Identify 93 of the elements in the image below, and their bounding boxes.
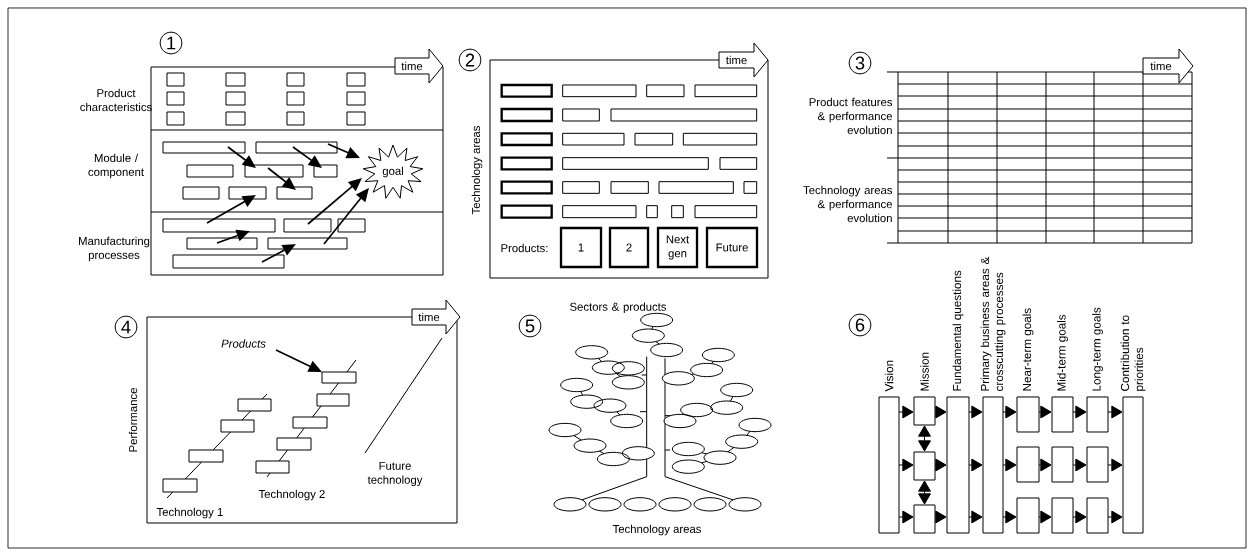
step-box xyxy=(255,460,290,474)
column-box xyxy=(1016,497,1040,534)
column-heading: Fundamental questions xyxy=(952,270,964,391)
arrow xyxy=(1038,458,1052,472)
arrow xyxy=(307,178,362,225)
product-box: 1 xyxy=(559,226,603,269)
column-box xyxy=(913,451,936,481)
arrow xyxy=(918,480,931,505)
bar xyxy=(313,164,338,178)
bar xyxy=(186,237,258,250)
column-box xyxy=(913,504,936,534)
bar xyxy=(244,164,304,178)
axis-label: Technology areas xyxy=(471,126,483,215)
arrow xyxy=(227,146,256,168)
arrow xyxy=(1038,405,1052,419)
step-box xyxy=(237,398,272,412)
column-box xyxy=(1051,497,1074,534)
arrow xyxy=(267,167,296,190)
tree-label: Sectors & products xyxy=(570,302,667,314)
column-box xyxy=(1086,446,1109,483)
arrow xyxy=(292,146,322,168)
bar xyxy=(337,218,366,233)
column-heading: Mission xyxy=(920,352,929,391)
arrow xyxy=(1107,458,1123,472)
arrow xyxy=(934,405,947,419)
bar xyxy=(283,218,332,233)
arrow xyxy=(898,405,914,419)
arrow xyxy=(918,425,931,452)
row-label: Technology areas & performance evolution xyxy=(803,185,893,223)
step-box xyxy=(321,371,357,384)
panel-number: 6 xyxy=(848,313,872,337)
column-box xyxy=(1051,446,1074,483)
curve-label: Technology 2 xyxy=(258,489,325,501)
product-box: 2 xyxy=(608,226,650,269)
arrow xyxy=(1107,405,1123,419)
goal-starburst: goal xyxy=(362,144,424,199)
callout-text: Products xyxy=(221,339,266,348)
arrow xyxy=(1072,510,1087,524)
arrow xyxy=(934,458,947,472)
arrow xyxy=(934,510,947,524)
step-box xyxy=(316,393,350,407)
bar xyxy=(162,218,276,233)
arrow xyxy=(898,458,914,472)
column-heading: Near-term goals xyxy=(1022,308,1034,391)
column-heading: Vision xyxy=(884,360,894,392)
arrow xyxy=(968,510,983,524)
step-box xyxy=(276,437,312,451)
step-box xyxy=(292,416,328,429)
column-box xyxy=(1086,497,1109,534)
panel-number: 5 xyxy=(518,314,542,338)
row-label: Manufacturing processes xyxy=(79,236,150,262)
arrow xyxy=(1002,458,1017,472)
panel-number: 1 xyxy=(159,31,183,55)
bar xyxy=(267,237,348,250)
bar xyxy=(182,186,220,200)
arrow xyxy=(968,405,983,419)
column-heading: Mid-term goals xyxy=(1057,314,1068,391)
product-box: Next gen xyxy=(656,226,699,269)
panel-number: 4 xyxy=(114,315,138,339)
bar xyxy=(172,254,285,269)
panel-number: 3 xyxy=(848,51,872,75)
arrow xyxy=(1072,458,1087,472)
arrow xyxy=(1072,405,1087,419)
row-label: Product characteristics xyxy=(80,88,152,112)
bar xyxy=(276,186,313,200)
curve-label: Technology 1 xyxy=(156,507,223,519)
row-label: Product features & performance evolution xyxy=(809,97,893,135)
bar xyxy=(228,186,267,200)
arrow xyxy=(968,458,983,472)
step-box xyxy=(188,449,224,463)
arrow xyxy=(1002,405,1017,419)
curve-label: Future technology xyxy=(367,461,423,487)
product-box: Future xyxy=(705,226,759,269)
row-label: Products: xyxy=(501,243,548,253)
arrow xyxy=(1107,510,1123,524)
arrow xyxy=(1002,510,1017,524)
column-heading: Contribution to priorities xyxy=(1120,315,1146,391)
step-box xyxy=(162,478,198,493)
tree-label: Technology areas xyxy=(612,524,701,536)
arrow xyxy=(898,510,914,524)
step-box xyxy=(220,419,255,433)
column-heading: Long-term goals xyxy=(1092,307,1103,391)
column-heading: Primary business areas & crosscutting processes xyxy=(980,256,1006,391)
arrow xyxy=(206,195,256,224)
row-label: Module / component xyxy=(88,153,144,179)
panel-number: 2 xyxy=(458,48,482,72)
bar xyxy=(186,164,234,178)
bar xyxy=(162,141,246,154)
arrow xyxy=(323,188,369,245)
axis-label: Performance xyxy=(128,388,138,452)
arrow xyxy=(1038,510,1052,524)
column-box xyxy=(1016,446,1040,483)
bar xyxy=(255,141,338,154)
